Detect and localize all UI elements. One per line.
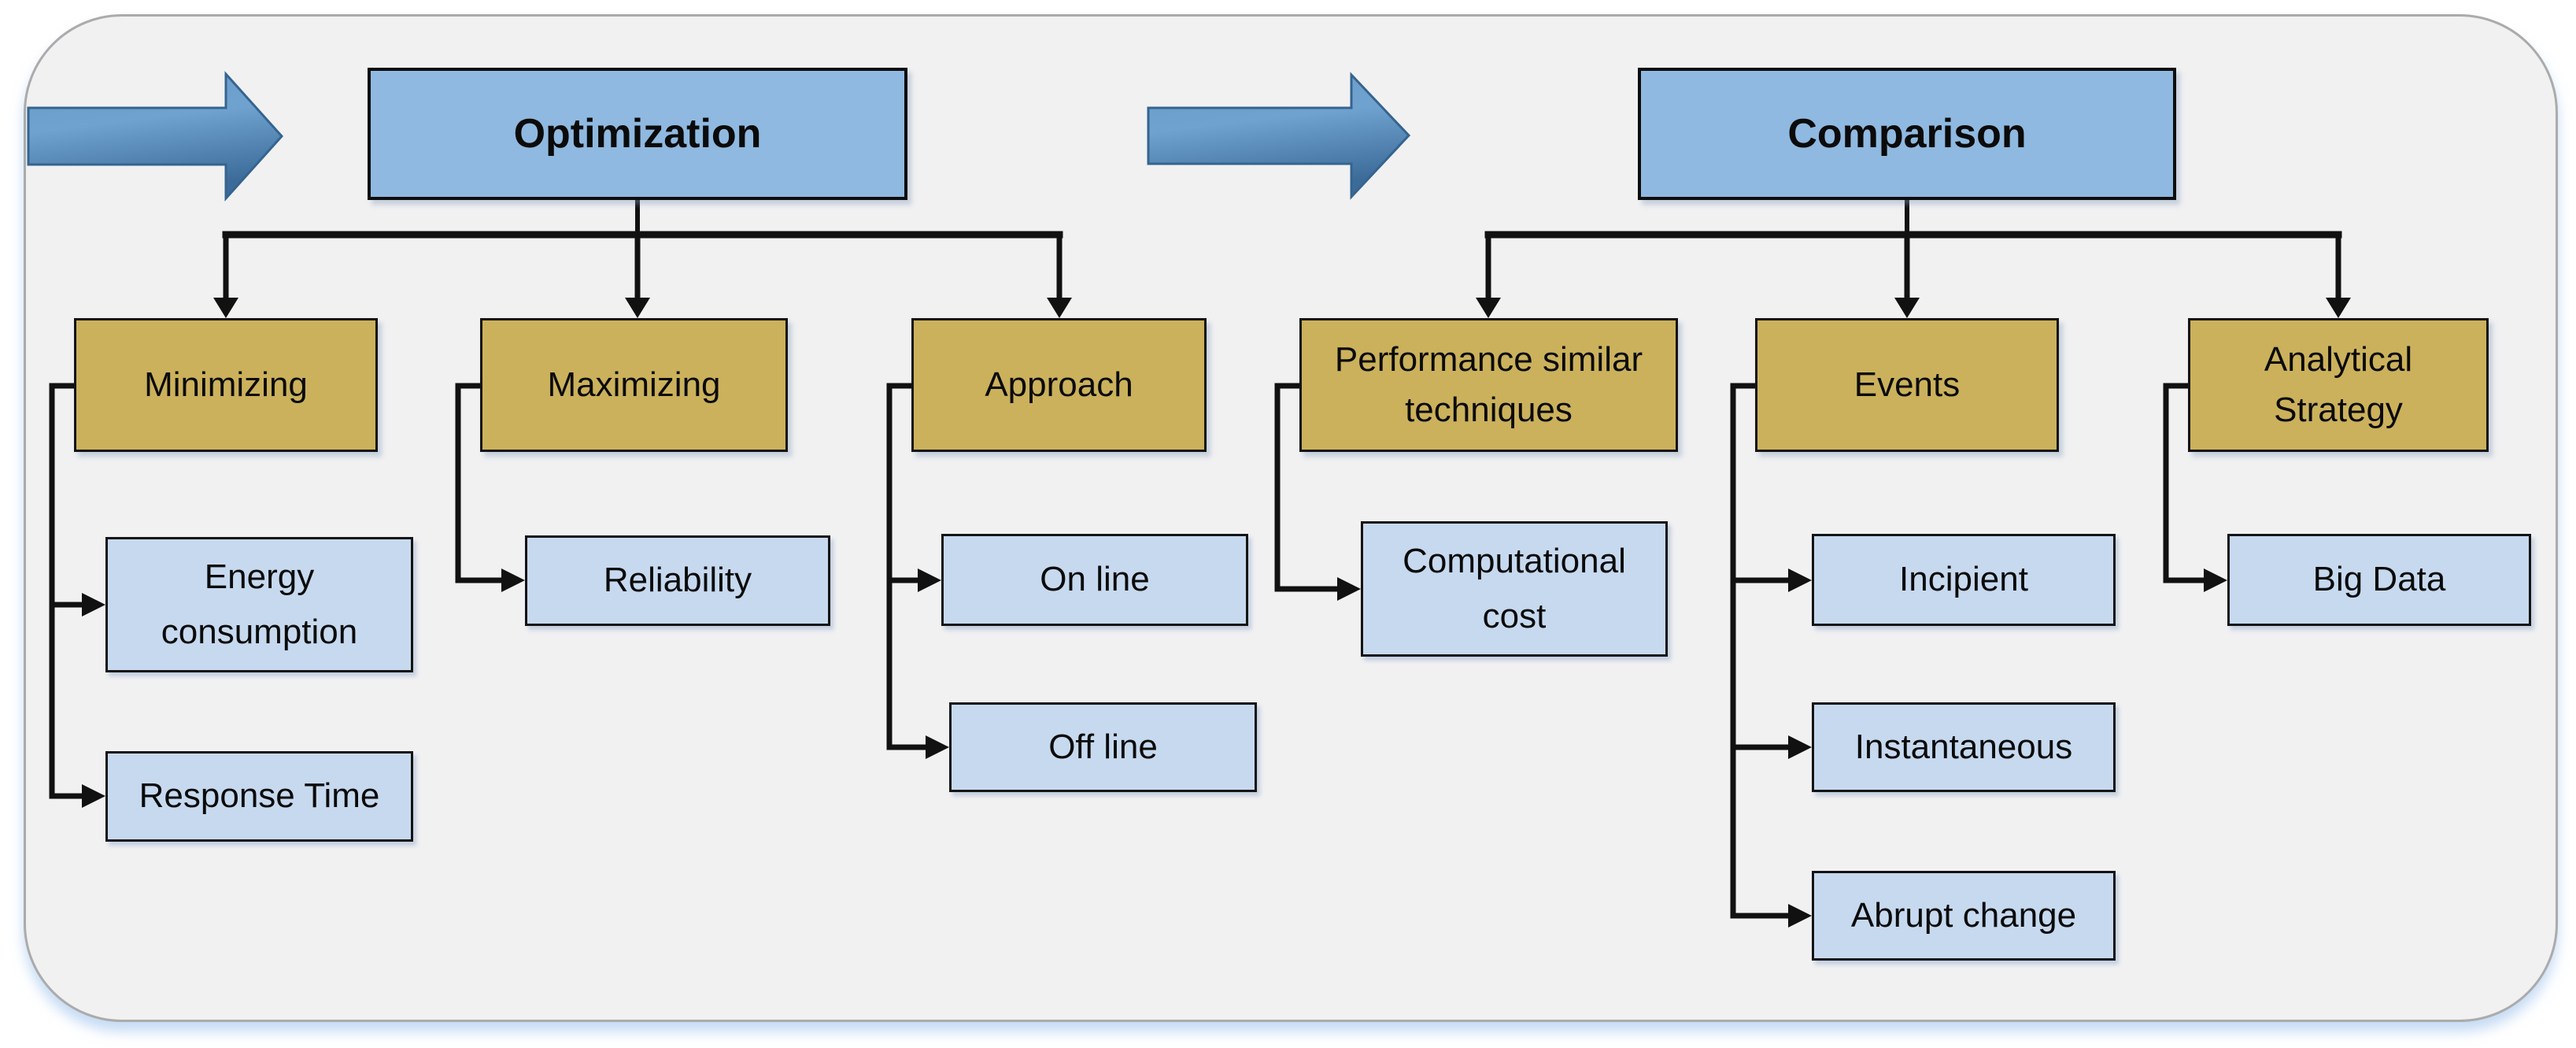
optimization-trunk-connector — [222, 198, 1063, 302]
approach-branch-arrowheads — [918, 568, 949, 759]
comparison-trunk-connector — [1484, 198, 2342, 302]
minimizing-branch-arrowheads — [82, 593, 105, 808]
node-abrupt-change: Abrupt change — [1812, 871, 2116, 961]
node-reliability: Reliability — [525, 535, 830, 626]
node-label: Reliability — [603, 561, 752, 600]
node-optimization: Optimization — [368, 68, 907, 200]
node-label: Computational cost — [1403, 541, 1626, 635]
node-maximizing: Maximizing — [480, 318, 788, 452]
performance-branch-arrowheads — [1337, 577, 1361, 601]
node-label: Instantaneous — [1854, 727, 2073, 766]
minimizing-branch-connector — [49, 383, 87, 799]
node-minimizing: Minimizing — [74, 318, 378, 452]
node-label: Comparison — [1787, 111, 2027, 157]
node-label: Events — [1853, 365, 1961, 405]
node-label: Performance similar techniques — [1334, 340, 1643, 429]
node-label: Maximizing — [547, 365, 721, 405]
node-approach: Approach — [911, 318, 1207, 452]
node-events: Events — [1755, 318, 2059, 452]
events-branch-arrowheads — [1788, 568, 1812, 928]
node-label: On line — [1040, 560, 1150, 599]
node-label: Approach — [985, 365, 1133, 405]
node-label: Energy consumption — [161, 557, 358, 651]
analytical-branch-arrowheads — [2204, 568, 2227, 592]
node-off-line: Off line — [949, 702, 1257, 792]
flow-arrow-icon — [1147, 72, 1411, 200]
node-label: Analytical Strategy — [2264, 340, 2413, 429]
performance-branch-connector — [1274, 383, 1342, 592]
node-label: Response Time — [139, 776, 380, 816]
node-analytical-strategy: Analytical Strategy — [2188, 318, 2489, 452]
node-comparison: Comparison — [1638, 68, 2176, 200]
maximizing-branch-arrowheads — [501, 568, 525, 592]
events-branch-connector — [1730, 383, 1793, 919]
node-instantaneous: Instantaneous — [1812, 702, 2116, 792]
approach-branch-connector — [886, 383, 930, 750]
node-performance-similar-techniques: Performance similar techniques — [1299, 318, 1678, 452]
node-big-data: Big Data — [2227, 534, 2531, 626]
node-response-time: Response Time — [105, 751, 413, 842]
analytical-branch-connector — [2163, 383, 2208, 583]
node-label: Optimization — [513, 111, 762, 157]
node-label: Minimizing — [144, 365, 308, 405]
node-energy-consumption: Energy consumption — [105, 537, 413, 672]
comparison-trunk-arrowheads — [1476, 298, 2351, 318]
node-computational-cost: Computational cost — [1361, 521, 1668, 657]
node-on-line: On line — [941, 534, 1248, 626]
maximizing-branch-connector — [455, 383, 506, 583]
node-incipient: Incipient — [1812, 534, 2116, 626]
node-label: Incipient — [1899, 560, 2028, 599]
node-label: Off line — [1048, 727, 1158, 766]
optimization-trunk-arrowheads — [213, 298, 1072, 318]
flow-arrow-icon — [27, 71, 284, 202]
node-label: Abrupt change — [1850, 895, 2077, 935]
node-label: Big Data — [2312, 560, 2446, 599]
